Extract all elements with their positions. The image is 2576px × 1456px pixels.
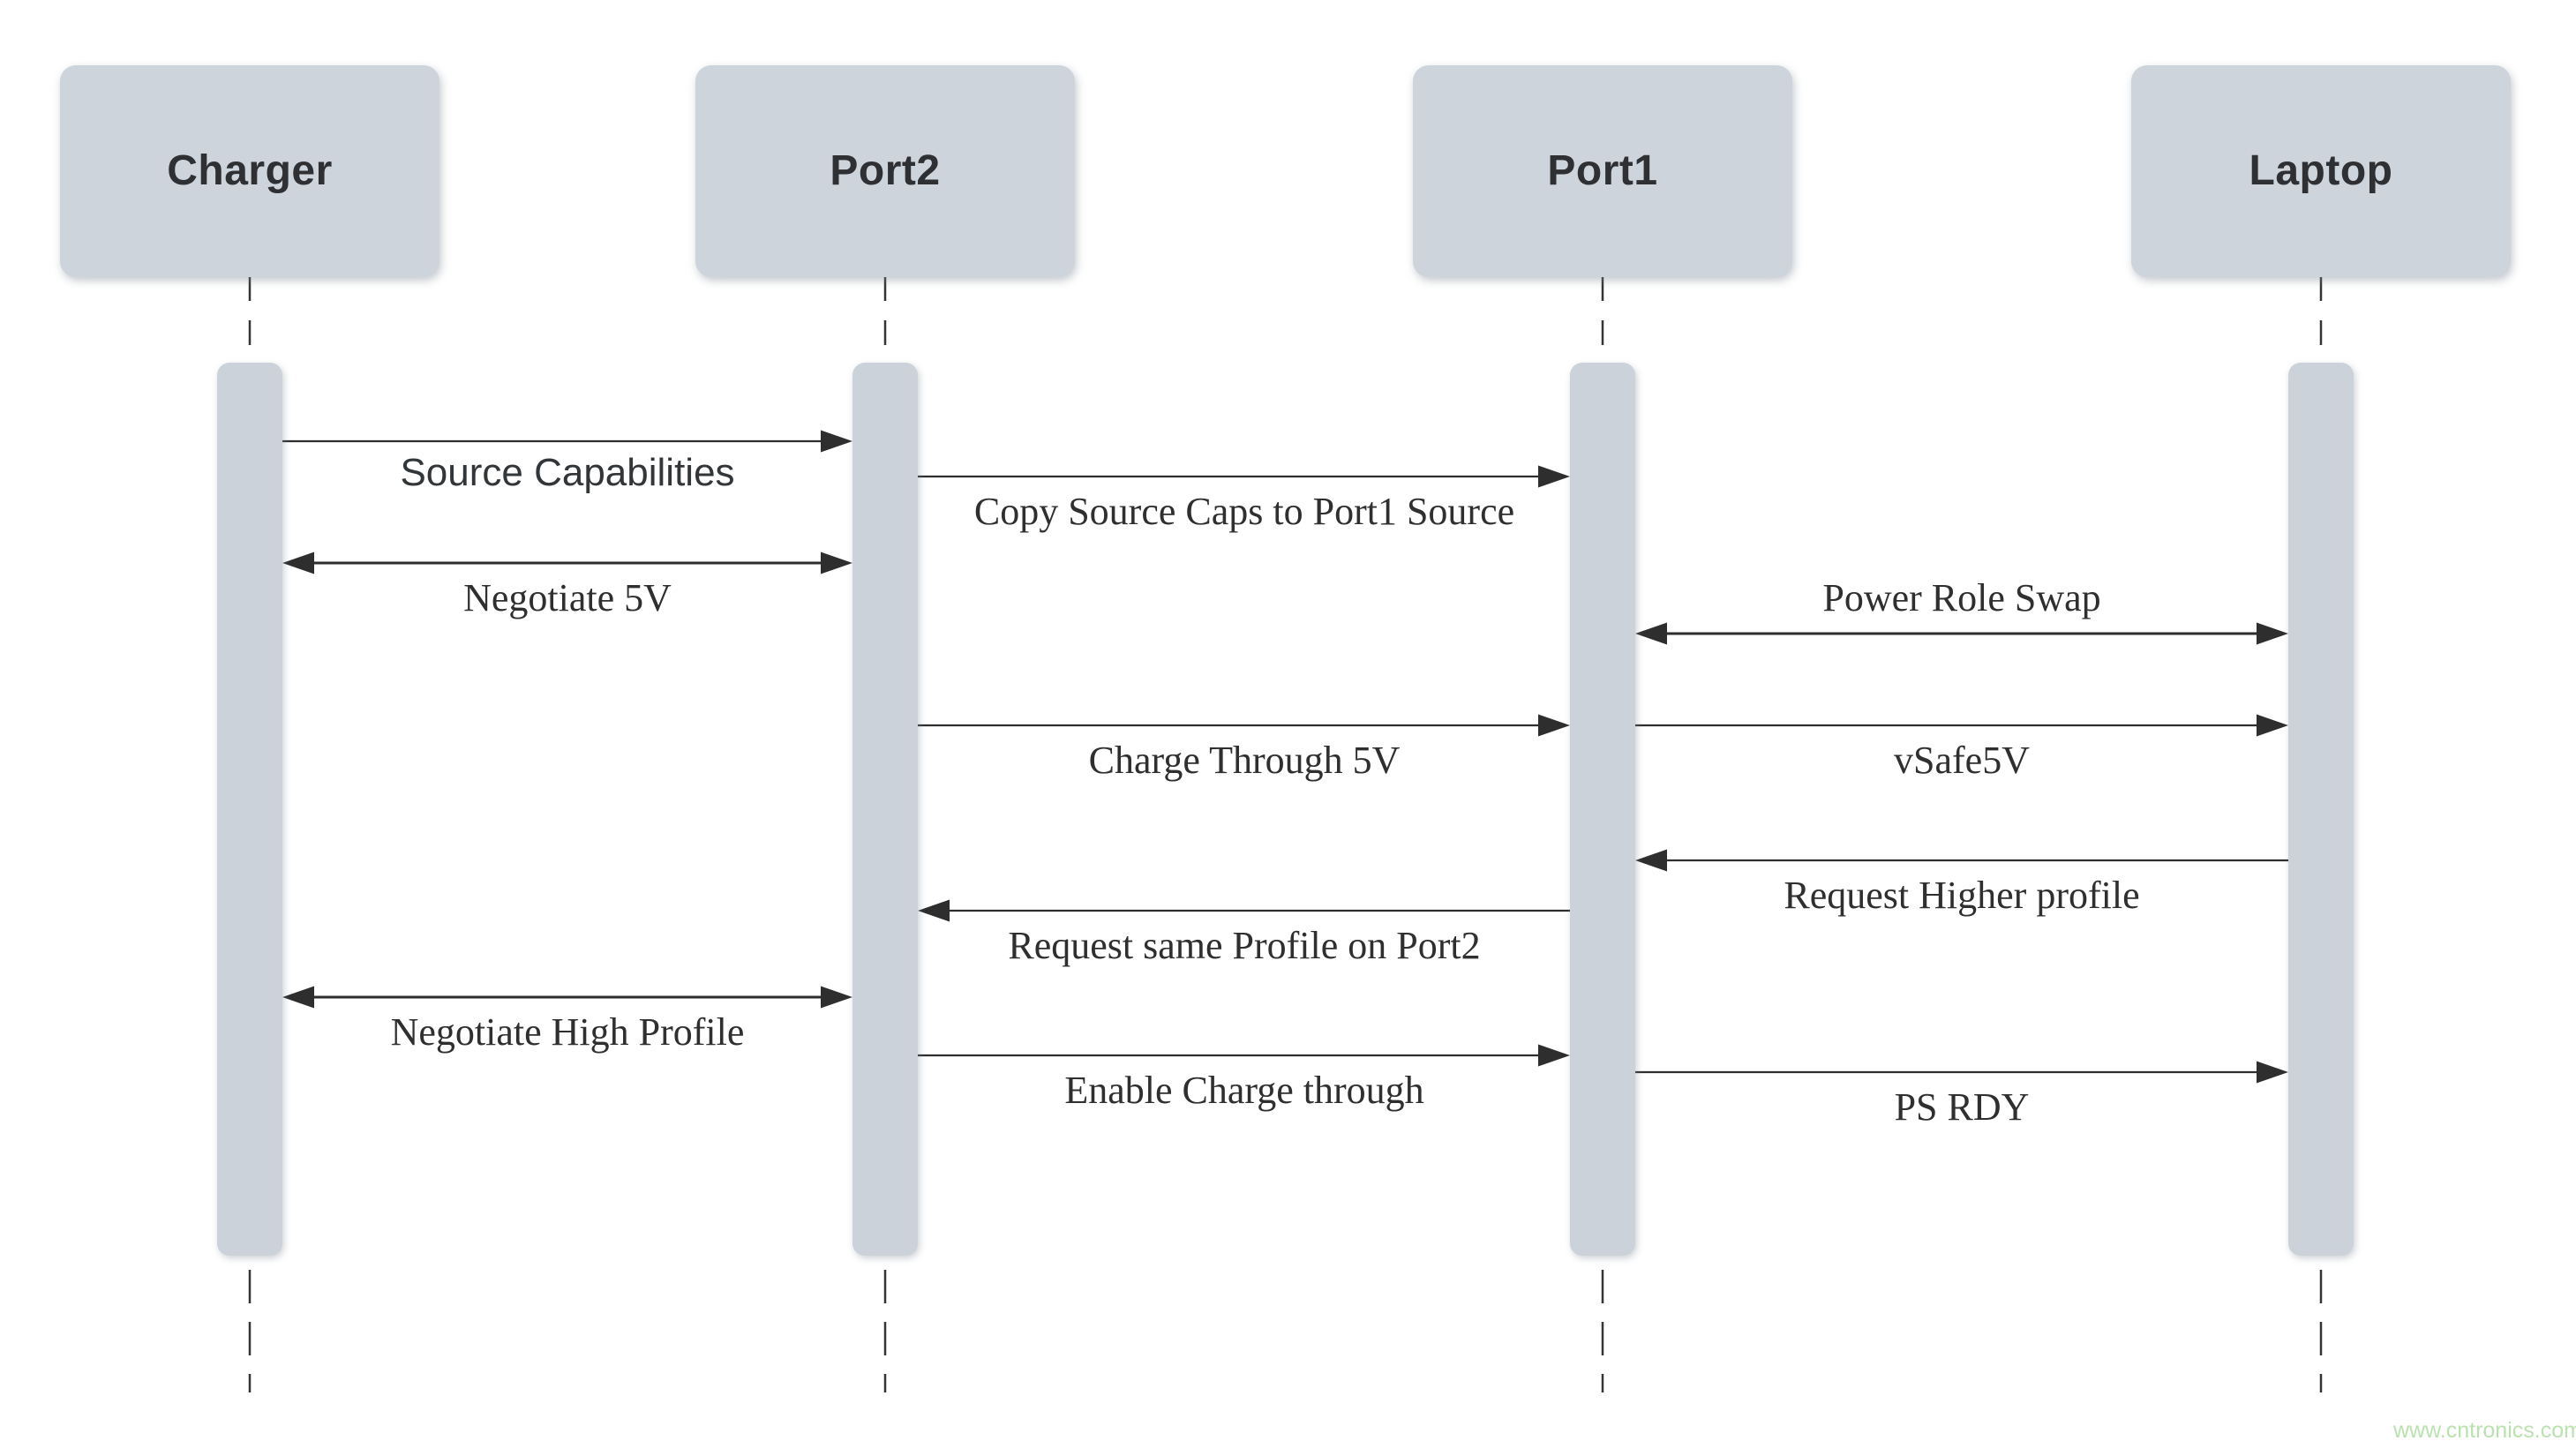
actor-box-laptop: Laptop — [2131, 65, 2511, 277]
message-label-request-same-profile: Request same Profile on Port2 — [1008, 924, 1481, 967]
message-label-request-higher-profile: Request Higher profile — [1784, 874, 2140, 917]
message-label-source-capabilities: Source Capabilities — [400, 451, 735, 494]
message-arrow-charge-through-5v — [918, 714, 1570, 737]
activation-bar-port2 — [852, 363, 918, 1256]
message-arrow-enable-charge-through — [918, 1044, 1570, 1067]
watermark-text: www.cntronics.com — [2393, 1418, 2576, 1443]
message-label-power-role-swap: Power Role Swap — [1822, 576, 2101, 619]
message-label-negotiate-5v: Negotiate 5V — [463, 576, 672, 619]
message-arrow-vsafe5v — [1635, 714, 2288, 737]
actor-label-port2: Port2 — [830, 147, 941, 194]
message-arrow-negotiate-5v — [282, 552, 852, 574]
message-arrow-request-higher-profile — [1635, 849, 2288, 872]
message-arrow-source-capabilities — [282, 430, 852, 453]
message-arrow-copy-source-caps — [918, 465, 1570, 488]
actor-box-port2: Port2 — [695, 65, 1075, 277]
message-label-ps-rdy: PS RDY — [1894, 1085, 2030, 1129]
activation-bar-port1 — [1570, 363, 1635, 1256]
message-arrow-ps-rdy — [1635, 1061, 2288, 1084]
activation-bar-charger — [217, 363, 282, 1256]
actor-label-port1: Port1 — [1547, 147, 1658, 194]
activation-bar-laptop — [2288, 363, 2354, 1256]
actor-box-port1: Port1 — [1413, 65, 1792, 277]
message-arrow-negotiate-high-profile — [282, 986, 852, 1009]
message-arrow-power-role-swap — [1635, 622, 2288, 645]
message-label-copy-source-caps: Copy Source Caps to Port1 Source — [973, 490, 1515, 533]
message-label-negotiate-high-profile: Negotiate High Profile — [390, 1010, 745, 1054]
message-label-enable-charge-through: Enable Charge through — [1064, 1069, 1424, 1112]
actor-label-charger: Charger — [167, 147, 333, 194]
actor-box-charger: Charger — [60, 65, 439, 277]
message-label-charge-through-5v: Charge Through 5V — [1088, 739, 1401, 782]
actor-label-laptop: Laptop — [2249, 147, 2393, 194]
message-label-vsafe5v: vSafe5V — [1894, 739, 2030, 782]
message-arrow-request-same-profile — [918, 899, 1570, 922]
